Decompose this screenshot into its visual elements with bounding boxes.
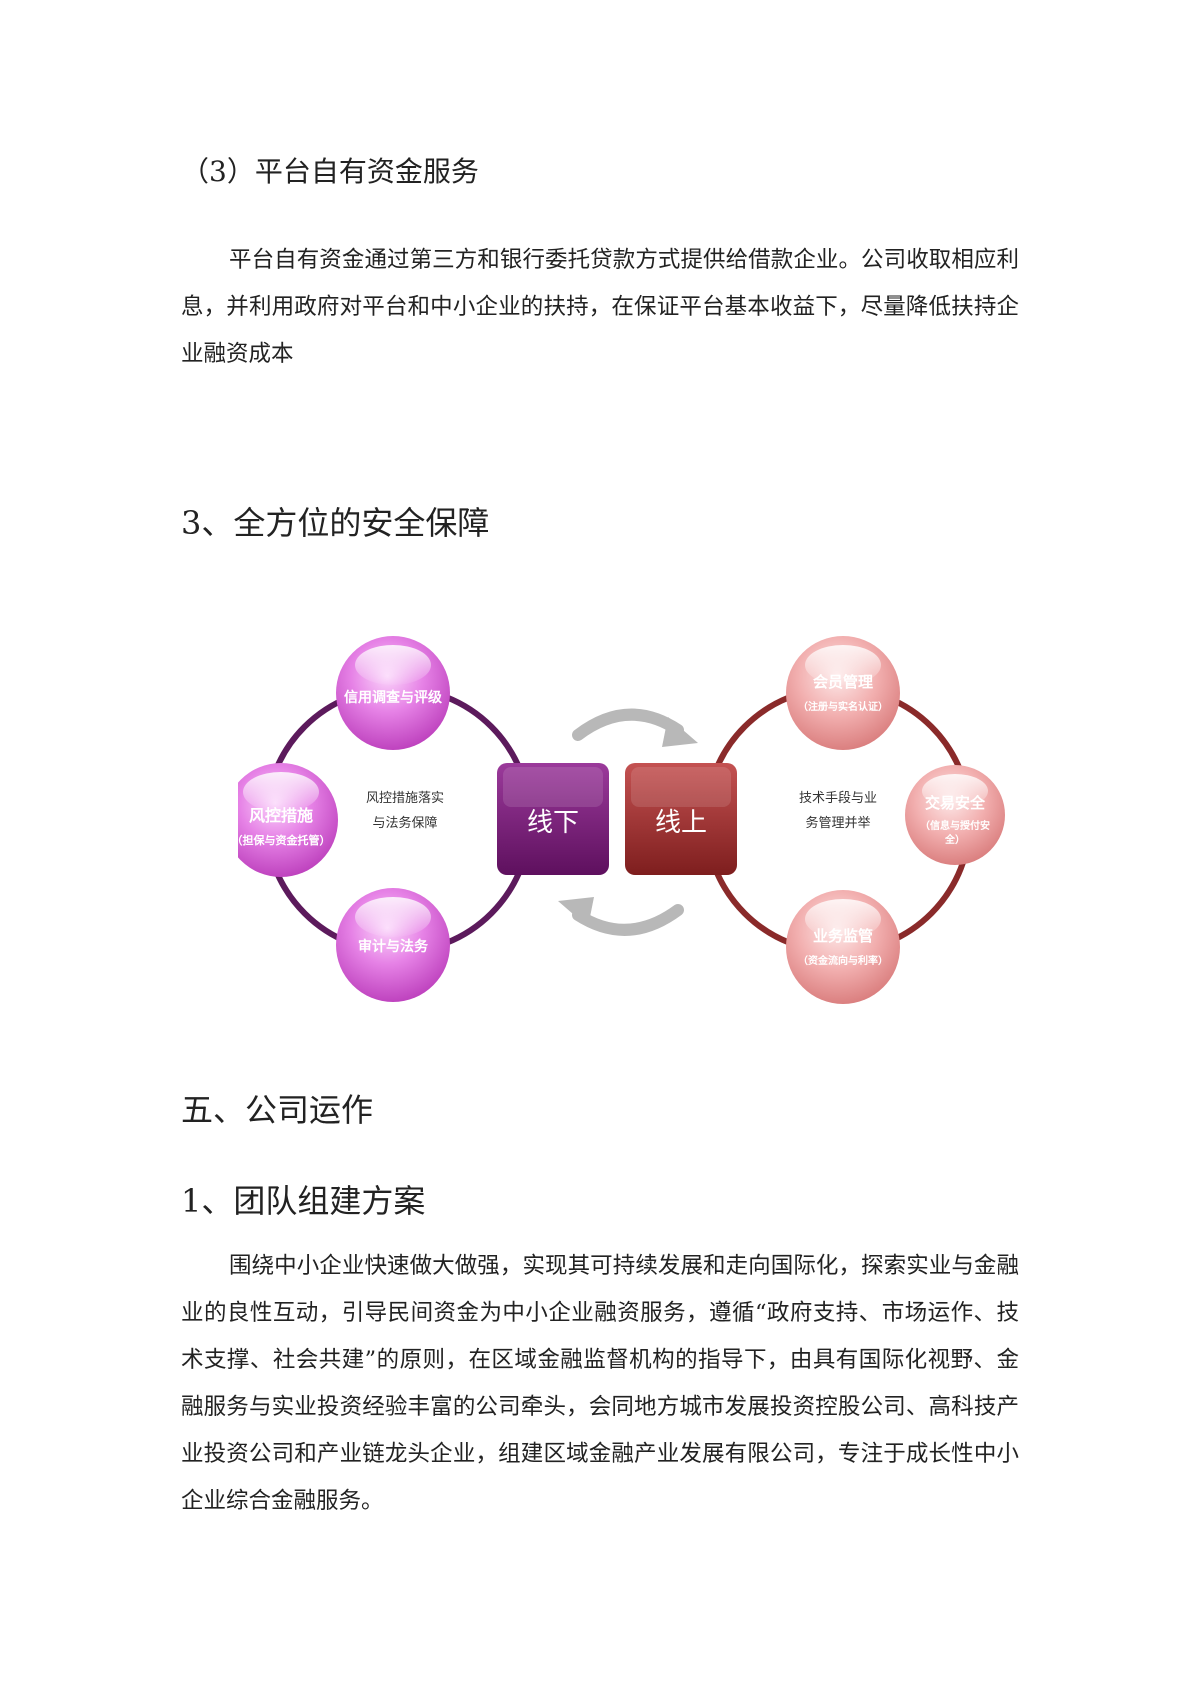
chapter-heading-operation: 五、公司运作 [181, 1091, 374, 1129]
bubble-member-management-title: 会员管理 [813, 673, 873, 691]
swap-arrow-top-icon [572, 708, 698, 747]
offline-box: 线下 [497, 763, 609, 875]
swap-arrow-bottom-icon [558, 897, 684, 936]
bubble-business-supervision: 业务监管 （资金流向与利率） [786, 890, 900, 1004]
bubble-audit-legal: 审计与法务 [336, 888, 450, 1002]
security-diagram: 信用调查与评级 风控措施 （担保与资金托管） 审计与法务 风控措施落实 与法务保… [238, 635, 1018, 1005]
bubble-member-management: 会员管理 （注册与实名认证） [786, 636, 900, 750]
bubble-business-supervision-title: 业务监管 [813, 927, 873, 945]
bubble-business-supervision-sub: （资金流向与利率） [798, 954, 888, 967]
bubble-transaction-security-sub-line1: （信息与授付安 [920, 819, 990, 832]
team-heading: 1、团队组建方案 [181, 1182, 426, 1220]
bubble-risk-control-title: 风控措施 [249, 806, 313, 825]
bubble-risk-control: 风控措施 （担保与资金托管） [238, 763, 338, 877]
section-heading-own-funds: （3）平台自有资金服务 [181, 155, 479, 188]
security-heading: 3、全方位的安全保障 [181, 504, 490, 542]
bubble-transaction-security-title: 交易安全 [925, 794, 986, 812]
team-paragraph: 围绕中小企业快速做大做强，实现其可持续发展和走向国际化，探索实业与金融业的良性互… [181, 1253, 1019, 1514]
bubble-transaction-security-sub-line2: 全） [944, 833, 965, 846]
online-center-line1: 技术手段与业 [799, 791, 877, 806]
online-box-label: 线上 [655, 808, 707, 838]
bubble-audit-legal-title: 审计与法务 [358, 938, 429, 955]
offline-center-line2: 与法务保障 [372, 815, 437, 831]
bubble-risk-control-sub: （担保与资金托管） [238, 833, 331, 847]
online-box: 线上 [625, 763, 737, 875]
offline-box-label: 线下 [527, 808, 579, 838]
bubble-transaction-security: 交易安全 （信息与授付安 全） [905, 765, 1005, 865]
bubble-member-management-sub: （注册与实名认证） [798, 700, 888, 713]
bubble-credit-rating: 信用调查与评级 [336, 636, 450, 750]
bubble-credit-rating-title: 信用调查与评级 [344, 689, 443, 706]
online-center-line2: 务管理并举 [805, 815, 870, 831]
own-funds-paragraph: 平台自有资金通过第三方和银行委托贷款方式提供给借款企业。公司收取相应利息，并利用… [181, 247, 1019, 367]
offline-center-line1: 风控措施落实 [366, 791, 444, 806]
